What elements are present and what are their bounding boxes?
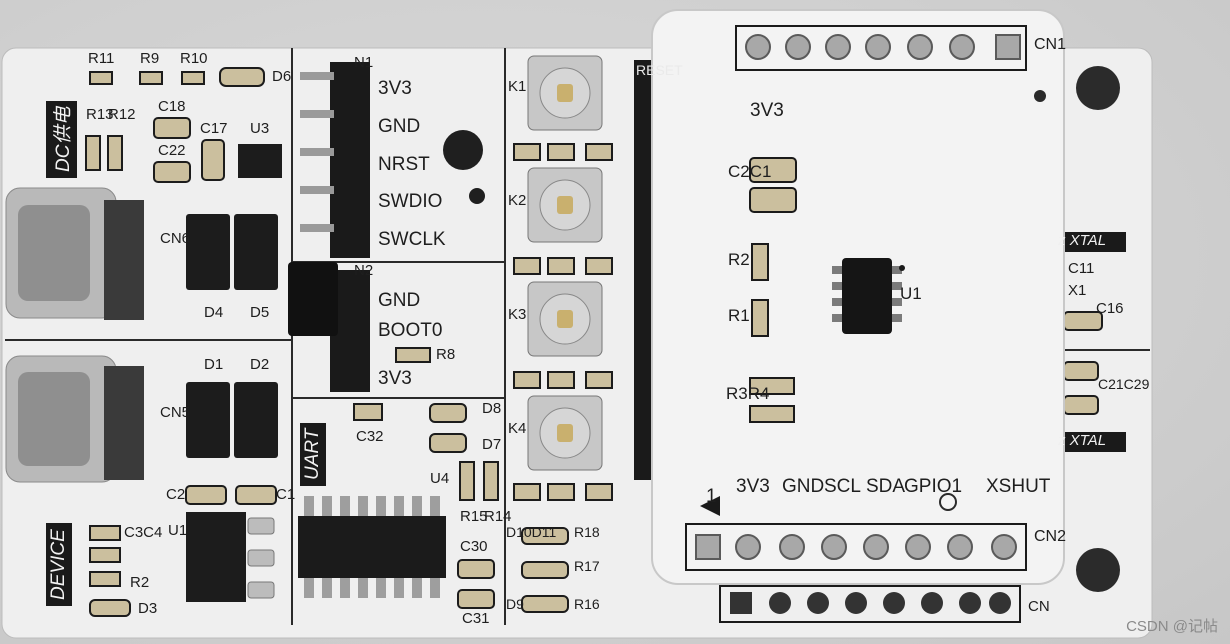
module-pin-label: 3V3 <box>736 476 770 497</box>
ref-n1: N1 <box>354 54 374 71</box>
ref-cn-bottom: CN <box>1028 598 1050 615</box>
ref-u1: U1 <box>168 522 188 539</box>
module-u1-label: U1 <box>900 284 922 303</box>
module-cn2-label: CN2 <box>1034 528 1067 545</box>
ref-n2: N2 <box>354 262 374 279</box>
ref-c17: C17 <box>200 120 228 137</box>
module-pin1-label: 1 <box>706 486 717 507</box>
boot-pin-label: BOOT0 <box>378 320 443 341</box>
ref-c11: C11 <box>1068 260 1095 277</box>
ref-c16: C16 <box>1096 300 1124 317</box>
ref-c2: C2 <box>166 486 186 503</box>
watermark: CSDN @记帖 <box>1126 618 1218 635</box>
ref-k2: K2 <box>508 192 527 209</box>
ref-c22: C22 <box>158 142 186 159</box>
ref-cn5: CN5 <box>160 404 191 421</box>
ref-c1: C1 <box>276 486 296 503</box>
mount-hole <box>1076 548 1120 592</box>
ref-cn6: CN6 <box>160 230 191 247</box>
module-pin-label: SDA <box>866 476 906 497</box>
ref-r10: R10 <box>180 50 208 67</box>
swd-pin-label: NRST <box>378 154 430 175</box>
mount-hole <box>443 130 483 170</box>
ref-r8: R8 <box>436 346 456 363</box>
xtal-label: z XTAL <box>1058 432 1107 449</box>
module-pin-label: XSHUT <box>986 476 1051 497</box>
ref-d9: D9 <box>506 596 524 612</box>
ref-u4: U4 <box>430 470 450 487</box>
ref-d7: D7 <box>482 436 502 453</box>
sensor-module <box>651 9 1065 585</box>
swd-pin-label: SWCLK <box>378 229 446 250</box>
ref-r13: R13 <box>86 106 114 123</box>
module-3v3-label: 3V3 <box>750 100 784 121</box>
boot-pin-label: GND <box>378 290 421 311</box>
ref-d2: D2 <box>250 356 270 373</box>
module-c2c1-label: C2C1 <box>728 162 772 181</box>
module-pin-label: GPIO1 <box>904 476 963 497</box>
ref-r12: R12 <box>108 106 136 123</box>
ref-c30: C30 <box>460 538 488 555</box>
ref-r2: R2 <box>130 574 150 591</box>
ref-r9: R9 <box>140 50 160 67</box>
ref-c32: C32 <box>356 428 384 445</box>
module-pin-label: SCL <box>824 476 861 497</box>
ref-d3: D3 <box>138 600 158 617</box>
ref-d6: D6 <box>272 68 292 85</box>
module-r3r4-label: R3R4 <box>726 384 770 403</box>
xtal-label: z XTAL <box>1058 232 1107 249</box>
swd-pin-label: SWDIO <box>378 191 443 212</box>
swd-header <box>300 62 370 258</box>
mount-hole <box>1076 66 1120 110</box>
ref-k1: K1 <box>508 78 527 95</box>
usb-c-connector-bottom <box>5 355 144 483</box>
boot-pin-label: 3V3 <box>378 368 412 389</box>
ref-d1: D1 <box>204 356 224 373</box>
ref-c3c4: C3C4 <box>124 524 163 541</box>
module-cn1-label: CN1 <box>1034 36 1067 53</box>
boot-jumper <box>288 262 370 392</box>
tactile-buttons <box>527 55 603 471</box>
ref-r17: R17 <box>574 558 600 574</box>
swd-pin-label: 3V3 <box>378 78 412 99</box>
ref-k4: K4 <box>508 420 527 437</box>
ref-r18: R18 <box>574 524 600 540</box>
ref-u3: U3 <box>250 120 270 137</box>
ref-x1: X1 <box>1068 282 1087 299</box>
usb-c-connector-top <box>5 187 144 320</box>
module-r1-label: R1 <box>728 306 750 325</box>
regulator-u1 <box>186 512 246 602</box>
ref-r16: R16 <box>574 596 600 612</box>
xtal-strip <box>1052 432 1126 452</box>
via-hole <box>469 188 485 204</box>
power-diodes <box>186 214 278 458</box>
ref-d8: D8 <box>482 400 502 417</box>
ref-r11: R11 <box>88 50 115 67</box>
device-badge: DEVICE <box>46 523 72 606</box>
ref-c31: C31 <box>462 610 490 627</box>
uart-badge: UART <box>300 422 326 486</box>
ref-d10d11: D10D11 <box>506 524 557 540</box>
uart-chip <box>298 496 446 598</box>
xtal-strip <box>1052 232 1126 252</box>
ref-d4: D4 <box>204 304 224 321</box>
dc-power-badge: DC供电 <box>46 100 77 178</box>
swd-pin-label: GND <box>378 116 421 137</box>
regulator-u3 <box>238 144 282 178</box>
module-r2-label: R2 <box>728 250 750 269</box>
ref-c21c29: C21C29 <box>1098 376 1150 392</box>
ref-r15: R15 <box>460 508 488 525</box>
key-label-strip <box>634 60 652 480</box>
ref-r14: R14 <box>484 508 512 525</box>
smd-passives <box>85 67 1103 617</box>
ref-c18: C18 <box>158 98 186 115</box>
ref-k3: K3 <box>508 306 527 323</box>
ref-d5: D5 <box>250 304 270 321</box>
module-pin-label: GND <box>782 476 825 497</box>
bottom-header <box>719 585 1021 623</box>
reset-label: RESET <box>636 62 683 78</box>
